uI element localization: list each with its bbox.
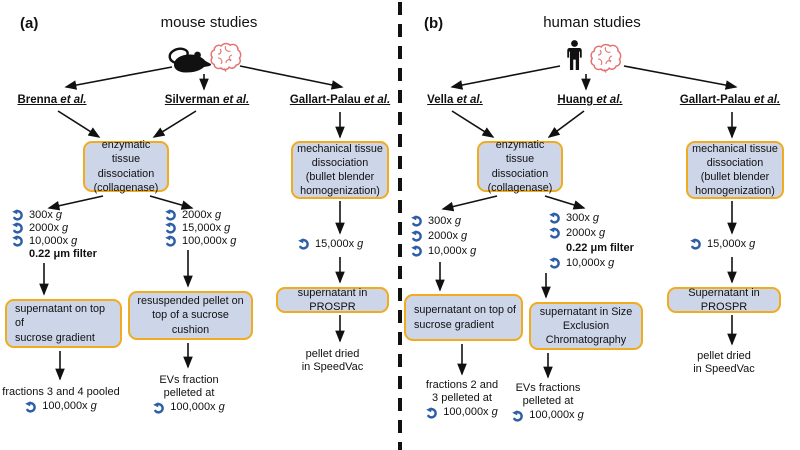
- panel-b-label: (b): [424, 15, 444, 32]
- mouse-icon: [166, 45, 212, 79]
- centrifuge-icon: [12, 221, 24, 234]
- centrifuge-icon: [165, 208, 177, 221]
- prospr-box-b: Supernatant in PROSPR: [667, 287, 781, 313]
- filter-step: 0.22 μm filter: [566, 241, 634, 254]
- centrifuge-icon: [549, 256, 561, 269]
- centrifuge-icon: [426, 406, 438, 419]
- centrifuge-icon: [512, 409, 524, 422]
- study-header-huang: Huang et al.: [557, 94, 623, 106]
- centrifuge-icon: [411, 244, 423, 257]
- study-header-gallart-palau-b: Gallart-Palau et al.: [679, 94, 781, 106]
- centrifuge-icon: [165, 221, 177, 234]
- centrifuge-icon: [12, 208, 24, 221]
- prospr-box-a: supernatant in PROSPR: [276, 287, 389, 313]
- centrifuge-icon: [411, 214, 423, 227]
- result-gallart-a: pellet dried in SpeedVac: [301, 348, 364, 373]
- human-icon: [566, 40, 583, 76]
- panel-a-label: (a): [20, 15, 39, 32]
- centrifuge-icon: [549, 211, 561, 224]
- centrifuge-icon: [25, 400, 37, 413]
- study-header-silverman: Silverman et al.: [164, 94, 250, 106]
- centrifuge-icon: [153, 401, 165, 414]
- centrifuge-icon: [298, 237, 310, 250]
- brain-icon: [588, 42, 622, 78]
- filter-step: 0.22 μm filter: [29, 247, 97, 260]
- centrifuge-icon: [165, 234, 177, 247]
- result-gallart-b: pellet dried in SpeedVac: [693, 350, 755, 375]
- study-header-gallart-palau-a: Gallart-Palau et al.: [289, 94, 391, 106]
- centrifuge-icon: [549, 226, 561, 239]
- study-header-vella: Vella et al.: [427, 94, 483, 106]
- brain-icon: [208, 41, 242, 77]
- study-header-brenna: Brenna et al.: [17, 94, 87, 106]
- centrifuge-icon: [12, 234, 24, 247]
- centrifuge-icon: [411, 229, 423, 242]
- panel-b-title: human studies: [543, 14, 641, 31]
- panel-a-title: mouse studies: [160, 14, 258, 31]
- centrifuge-icon: [690, 237, 702, 250]
